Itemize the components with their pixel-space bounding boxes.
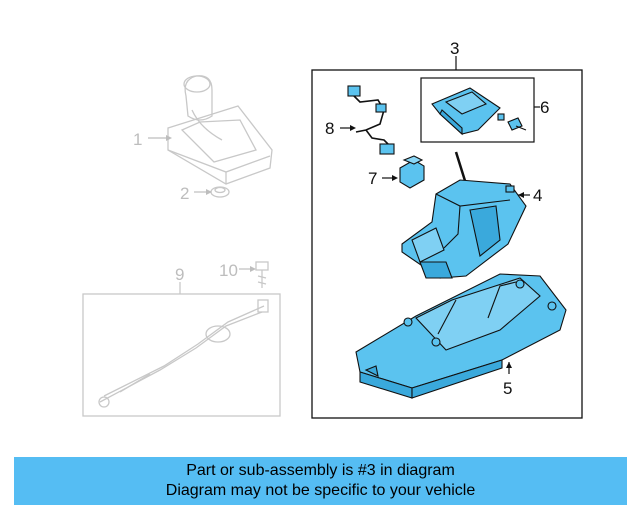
callout-2: 2 [180, 184, 212, 203]
callout-9: 9 [175, 265, 184, 284]
svg-text:7: 7 [368, 169, 377, 188]
callout-10: 10 [219, 261, 256, 280]
callout-4: 4 [518, 186, 542, 205]
callout-1: 1 [133, 130, 172, 149]
svg-text:8: 8 [325, 119, 334, 138]
shifter-mechanism-part-4 [401, 151, 527, 279]
callout-8: 8 [325, 119, 356, 138]
assembly-box [311, 56, 583, 419]
base-housing-part-5 [355, 273, 567, 399]
ring-ghost [210, 186, 230, 198]
svg-text:3: 3 [450, 39, 459, 58]
svg-text:2: 2 [180, 184, 189, 203]
svg-text:6: 6 [540, 98, 549, 117]
svg-text:10: 10 [219, 261, 238, 280]
wiring-harness-part-8 [347, 85, 395, 155]
callout-6: 6 [540, 98, 549, 117]
cable-ghost [82, 282, 281, 417]
bolt-10-ghost [255, 261, 269, 288]
callout-5: 5 [503, 362, 512, 398]
parts-diagram: 1 2 10 9 3 [82, 39, 583, 419]
subassembly-box-6 [420, 77, 540, 143]
info-line-2: Diagram may not be specific to your vehi… [165, 482, 476, 499]
svg-text:4: 4 [533, 186, 542, 205]
svg-text:5: 5 [503, 379, 512, 398]
callout-7: 7 [368, 169, 398, 188]
info-line-1: Part or sub-assembly is #3 in diagram [186, 462, 455, 479]
svg-text:9: 9 [175, 265, 184, 284]
info-banner: Part or sub-assembly is #3 in diagram Di… [14, 457, 627, 505]
indicator-cover-part-6 [431, 87, 527, 136]
switch-part-7 [399, 155, 425, 189]
shift-knob-boot-ghost [167, 75, 273, 185]
svg-text:1: 1 [133, 130, 142, 149]
callout-3: 3 [450, 39, 459, 58]
